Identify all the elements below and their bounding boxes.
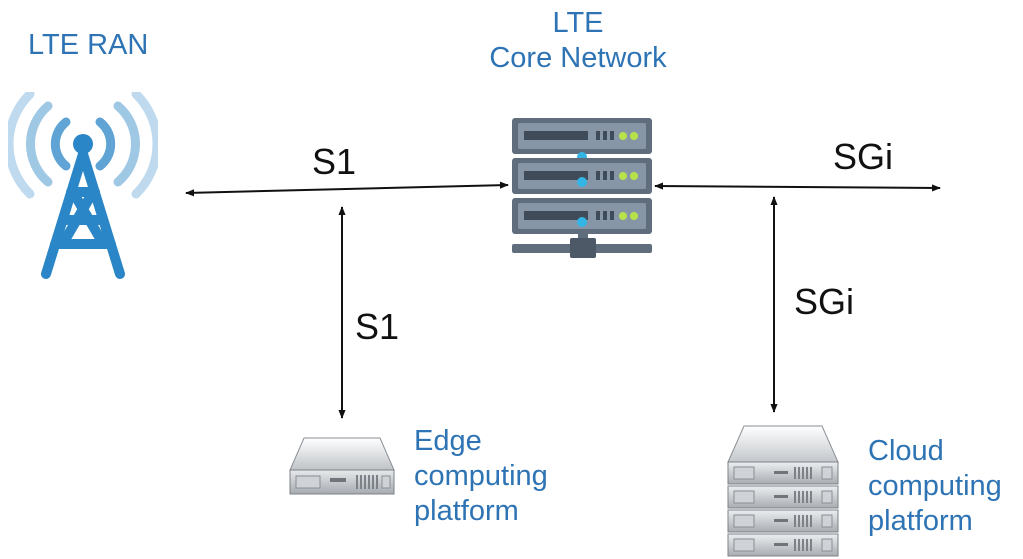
edge-computing-label: Edge computing platform [414, 424, 548, 528]
lte-core-label-line2: Core Network [489, 41, 667, 74]
single-server-icon [289, 437, 395, 495]
edge-label-line3: platform [414, 494, 519, 527]
sgi-top-label: SGi [833, 136, 894, 177]
lte-core-label: LTE Core Network [465, 6, 691, 76]
edge-label-line2: computing [414, 459, 548, 492]
s1-horizontal-arrow [185, 181, 509, 197]
cloud-computing-label: Cloud computing platform [868, 434, 1002, 538]
s1-vertical-label: S1 [355, 306, 400, 347]
server-stack-icon [727, 425, 839, 557]
lte-ran-label: LTE RAN [28, 29, 149, 61]
edge-label-line1: Edge [414, 425, 482, 457]
cloud-label-line2: computing [868, 469, 1002, 502]
s1-top-label: S1 [312, 141, 357, 182]
sgi-vertical-label: SGi [794, 281, 855, 322]
server-rack-icon [512, 118, 652, 258]
lte-core-label-line1: LTE [552, 7, 604, 39]
cell-tower-icon [8, 92, 158, 279]
sgi-horizontal-arrow [654, 182, 941, 192]
cloud-label-line1: Cloud [868, 435, 944, 467]
cloud-label-line3: platform [868, 504, 973, 537]
